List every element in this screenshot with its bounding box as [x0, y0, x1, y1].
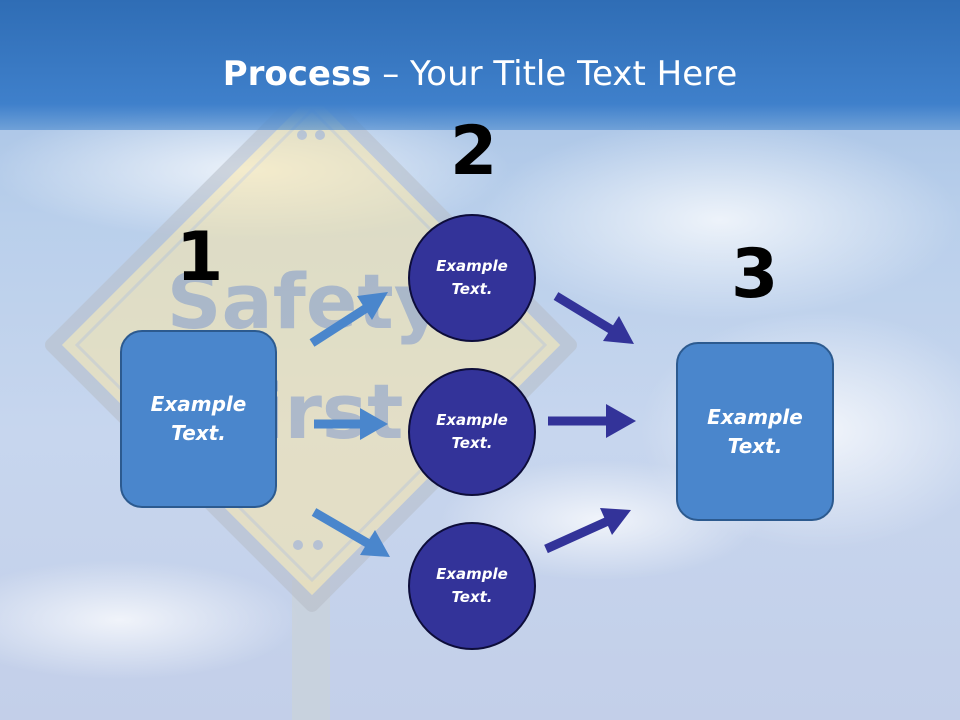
- step-3-number: 3: [731, 235, 779, 314]
- page-title: Process – Your Title Text Here: [0, 52, 960, 96]
- title-rest: – Your Title Text Here: [371, 54, 738, 94]
- title-bold: Process: [222, 54, 372, 94]
- step-2-circle-middle: Example Text.: [408, 368, 536, 496]
- step-2-number: 2: [450, 112, 498, 191]
- arrow-step1-to-top: [309, 292, 388, 347]
- arrow-middle-to-step3: [548, 404, 636, 438]
- arrow-top-to-step3: [553, 292, 634, 344]
- step-1-box: Example Text.: [120, 330, 277, 508]
- title-band: [0, 0, 960, 130]
- arrow-bottom-to-step3: [544, 508, 631, 554]
- step-3-box: Example Text.: [676, 342, 834, 521]
- step-2-circle-top: Example Text.: [408, 214, 536, 342]
- circle-middle-label: Example Text.: [436, 411, 508, 452]
- step-2-circle-bottom: Example Text.: [408, 522, 536, 650]
- circle-bottom-label: Example Text.: [436, 565, 508, 606]
- arrow-step1-to-bottom: [311, 508, 390, 557]
- step-1-number: 1: [176, 218, 224, 297]
- arrow-step1-to-middle: [314, 408, 388, 440]
- circle-top-label: Example Text.: [436, 257, 508, 298]
- step-1-label: Example Text.: [150, 392, 247, 445]
- step-3-label: Example Text.: [707, 404, 803, 458]
